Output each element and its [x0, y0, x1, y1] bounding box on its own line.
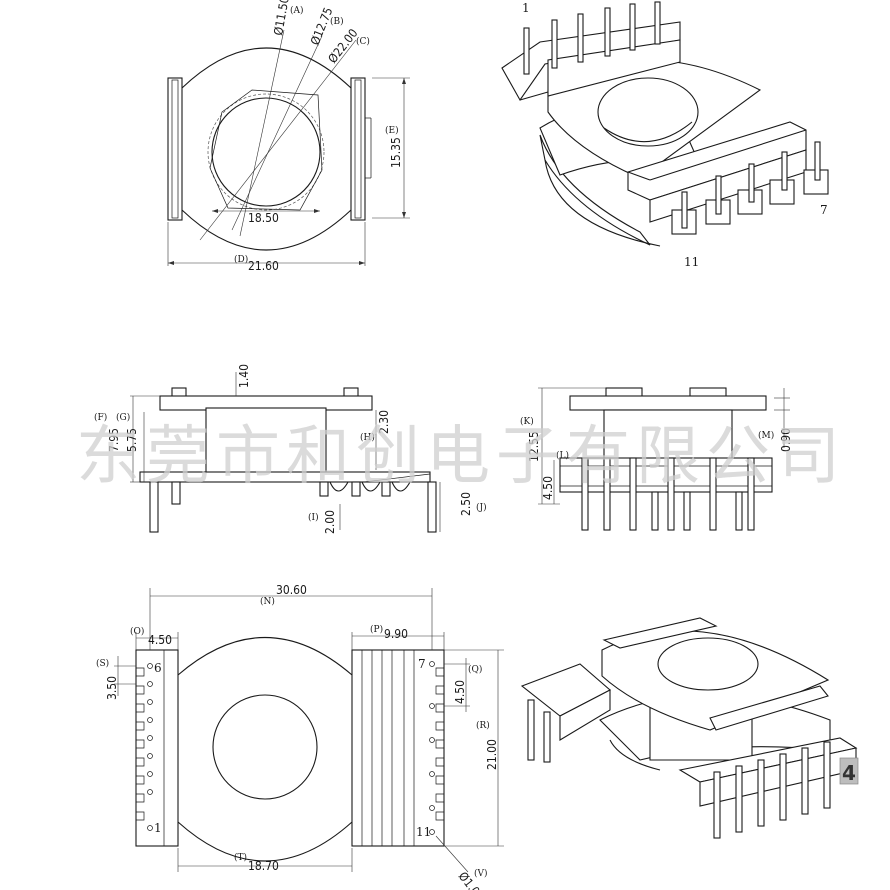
- dim-2100: 21.00: [485, 739, 499, 770]
- dim-990: 9.90: [384, 627, 408, 641]
- pin-label-7: 7: [418, 657, 426, 671]
- ref-d: (D): [234, 254, 248, 265]
- dim-450-right: 4.50: [453, 680, 467, 704]
- dim-450-front: 4.50: [541, 476, 555, 500]
- dim-1535: 15.35: [389, 137, 403, 168]
- dim-2160: 21.60: [248, 259, 279, 273]
- dim-575: 5.75: [125, 428, 139, 452]
- ref-b: (B): [330, 16, 344, 27]
- company-watermark: 东莞市和创电子有限公司: [76, 420, 846, 494]
- dim-a: Ø11.50: [271, 0, 292, 37]
- dim-140: 1.40: [237, 364, 251, 388]
- ref-a: (A): [290, 5, 304, 16]
- ref-o: (O): [130, 626, 144, 637]
- ref-t: (T): [234, 852, 247, 863]
- dim-1255: 12.55: [527, 431, 541, 462]
- pin-label-11: 11: [416, 825, 431, 839]
- ref-j: (J): [476, 502, 487, 513]
- pin-label-1: 1: [154, 821, 162, 835]
- ref-k: (K): [520, 416, 534, 427]
- ref-p: (P): [370, 624, 383, 635]
- ref-e: (E): [385, 125, 399, 136]
- page-badge: 4: [842, 761, 856, 785]
- ref-m: (M): [758, 430, 774, 441]
- pin-label-1-iso: 1: [522, 1, 530, 15]
- dim-1870: 18.70: [248, 859, 279, 873]
- pin-label-7-iso: 7: [820, 203, 828, 217]
- side-view: 1.40 (F) (G) 7.95 5.75 2.30 (H) (I) 2.00…: [94, 364, 487, 534]
- front-view: (K) 12.55 (L) 4.50 (M) 0.90: [520, 387, 793, 531]
- dim-450-bottom: 4.50: [148, 633, 172, 647]
- ref-g: (G): [116, 412, 130, 423]
- dim-795: 7.95: [107, 428, 121, 452]
- ref-f: (F): [94, 412, 107, 423]
- ref-n: (N): [260, 596, 275, 607]
- ref-i: (I): [308, 512, 319, 523]
- dim-1850: 18.50: [248, 211, 279, 225]
- dim-200: 2.00: [323, 510, 337, 534]
- ref-v: (V): [474, 868, 488, 879]
- ref-q: (Q): [468, 664, 482, 675]
- bottom-view: 30.60 (N) (O) 4.50 (P) 9.90 (S) 3.50 6 1…: [96, 583, 504, 890]
- dim-090: 0.90: [779, 428, 793, 452]
- pin-label-11-iso: 11: [684, 255, 699, 269]
- pin-label-6: 6: [154, 661, 162, 675]
- ref-l: (L): [556, 450, 569, 461]
- iso-view-top: 1 7 11: [501, 1, 829, 269]
- top-view: Ø11.50 (A) Ø12.75 (B) Ø22.00 (C) 18.50 (…: [167, 0, 410, 273]
- ref-s: (S): [96, 658, 109, 669]
- ref-h: (H): [360, 432, 375, 443]
- dim-250: 2.50: [459, 492, 473, 516]
- dim-350: 3.50: [105, 676, 119, 700]
- ref-c: (C): [356, 36, 370, 47]
- iso-view-bottom: 4: [520, 617, 859, 839]
- dim-230: 2.30: [377, 410, 391, 434]
- ref-r: (R): [476, 720, 490, 731]
- dim-3060: 30.60: [276, 583, 307, 597]
